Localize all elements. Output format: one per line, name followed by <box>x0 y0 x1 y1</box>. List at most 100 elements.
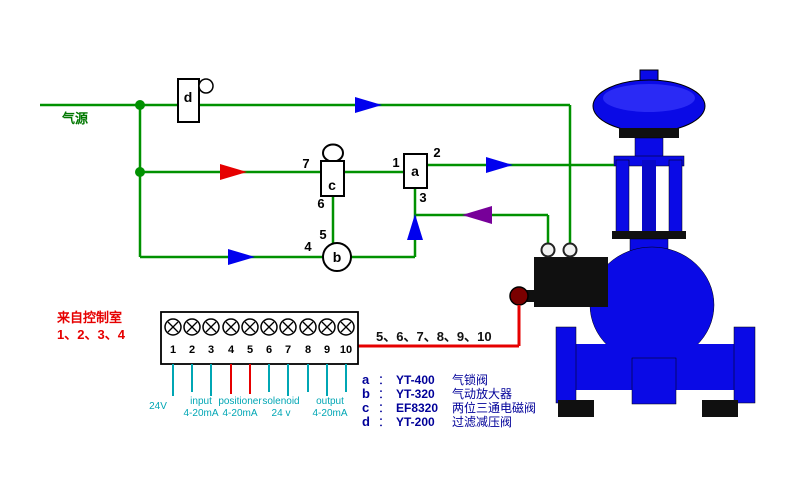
terminal-number: 9 <box>324 344 330 356</box>
component-d-label: d <box>184 89 193 105</box>
terminal-number: 5 <box>247 344 253 356</box>
actuator-flange-band <box>619 128 679 138</box>
component-c-solenoid-valve: c <box>320 143 345 197</box>
actuator-neck <box>634 137 664 159</box>
control-valve <box>555 69 756 417</box>
control-room-label-line1: 来自控制室 <box>56 310 122 325</box>
legend-name-b: 气动放大器 <box>452 386 512 401</box>
component-d-filter-regulator: d <box>177 78 214 123</box>
terminal-number: 2 <box>189 344 195 356</box>
legend-name-c: 两位三通电磁阀 <box>452 400 536 415</box>
electric-signal-line <box>358 305 521 348</box>
terminal-screw-icon <box>279 318 297 336</box>
terminal-number: 8 <box>305 344 311 356</box>
port-number-2: 2 <box>433 145 440 160</box>
terminal-number: 4 <box>228 344 235 356</box>
wire-label-input: input <box>190 396 212 407</box>
yoke-base-band <box>612 231 686 239</box>
legend-sep: ： <box>378 387 390 401</box>
wire-label-24v: 24V <box>149 401 167 412</box>
terminal-number: 10 <box>340 344 352 356</box>
port-number-7: 7 <box>302 156 309 171</box>
terminal-screw-icon <box>164 318 182 336</box>
legend-key-b: b <box>362 386 370 401</box>
terminal-screw-icon <box>222 318 240 336</box>
valve-left-foot <box>558 400 594 417</box>
wire-label-input-range: 4-20mA <box>183 408 218 419</box>
component-c-box <box>320 160 345 197</box>
port-number-6: 6 <box>317 196 324 211</box>
terminal-screw-icon <box>318 318 336 336</box>
wire-label-output-range: 4-20mA <box>312 408 347 419</box>
yoke-left-column <box>615 159 630 235</box>
wire-label-positioner-range: 4-20mA <box>222 408 257 419</box>
positioner-gauge-icon <box>562 242 578 258</box>
positioner-box <box>534 257 608 307</box>
component-d-gauge-icon <box>198 78 214 94</box>
purple-flow-arrow <box>462 206 492 224</box>
component-a-box <box>403 153 428 189</box>
component-b-amplifier: b <box>322 242 352 272</box>
actuator-dome-highlight <box>603 84 695 112</box>
terminal-screw-icon <box>337 318 355 336</box>
tubing-junction-dot <box>135 100 145 110</box>
legend-code-c: EF8320 <box>396 401 438 415</box>
legend-key-c: c <box>362 400 369 415</box>
tubing-junction-dot <box>135 167 145 177</box>
field-wires-red <box>230 364 251 394</box>
terminal-screw-icon <box>202 318 220 336</box>
terminal-number: 6 <box>266 344 272 356</box>
air-source-label: 气源 <box>62 111 88 126</box>
wire-label-solenoid-range: 24 v <box>272 408 291 419</box>
legend-code-d: YT-200 <box>396 415 435 429</box>
terminal-right-label: 5、6、7、8、9、10 <box>376 329 492 344</box>
wire-label-positioner: positioner <box>218 396 262 407</box>
component-b-label: b <box>333 249 342 265</box>
legend-name-d: 过滤减压阀 <box>452 415 512 429</box>
component-d-box <box>177 78 200 123</box>
legend-code-a: YT-400 <box>396 373 435 387</box>
legend-name-a: 气锁阀 <box>452 372 488 387</box>
valve-right-flange <box>733 326 756 404</box>
terminal-screw-icon <box>260 318 278 336</box>
legend-key-d: d <box>362 414 370 429</box>
legend-sep: ： <box>378 373 390 387</box>
control-room-label-line2: 1、2、3、4 <box>57 327 126 342</box>
legend: a ： YT-400 气锁阀 b ： YT-320 气动放大器 c ： EF83… <box>362 372 536 429</box>
field-wires-cyan <box>172 364 347 396</box>
component-a-label: a <box>411 163 419 179</box>
valve-stem <box>642 160 656 234</box>
component-b-circle <box>322 242 352 272</box>
legend-code-b: YT-320 <box>396 387 435 401</box>
component-c-label: c <box>328 177 336 193</box>
valve-right-foot <box>702 400 738 417</box>
wire-label-output: output <box>316 396 344 407</box>
wire-label-solenoid: solenoid <box>262 396 299 407</box>
component-a-air-lock-valve: a <box>403 153 428 189</box>
terminal-block: 1 2 3 4 5 6 7 8 9 10 <box>160 311 359 365</box>
port-number-1: 1 <box>392 155 399 170</box>
terminal-number: 3 <box>208 344 214 356</box>
positioner-knob <box>509 286 529 306</box>
legend-sep: ： <box>378 415 390 429</box>
terminal-screw-icon <box>183 318 201 336</box>
legend-key-a: a <box>362 372 370 387</box>
port-number-4: 4 <box>304 239 312 254</box>
port-number-5: 5 <box>319 227 326 242</box>
valve-left-flange <box>555 326 577 404</box>
component-c-coil-icon <box>322 143 344 163</box>
red-flow-arrow <box>220 164 247 180</box>
valve-bottom-boss <box>631 357 677 405</box>
legend-row-a: a ： YT-400 气锁阀 <box>362 372 488 387</box>
terminal-screw-icon <box>299 318 317 336</box>
terminal-number: 7 <box>285 344 291 356</box>
terminal-number: 1 <box>170 344 176 356</box>
terminal-screw-icon <box>241 318 259 336</box>
yoke-right-column <box>668 159 683 235</box>
legend-sep: ： <box>378 401 390 415</box>
legend-row-b: b ： YT-320 气动放大器 <box>362 386 512 401</box>
positioner-gauge-icon <box>540 242 556 258</box>
legend-row-d: d ： YT-200 过滤减压阀 <box>362 414 512 429</box>
